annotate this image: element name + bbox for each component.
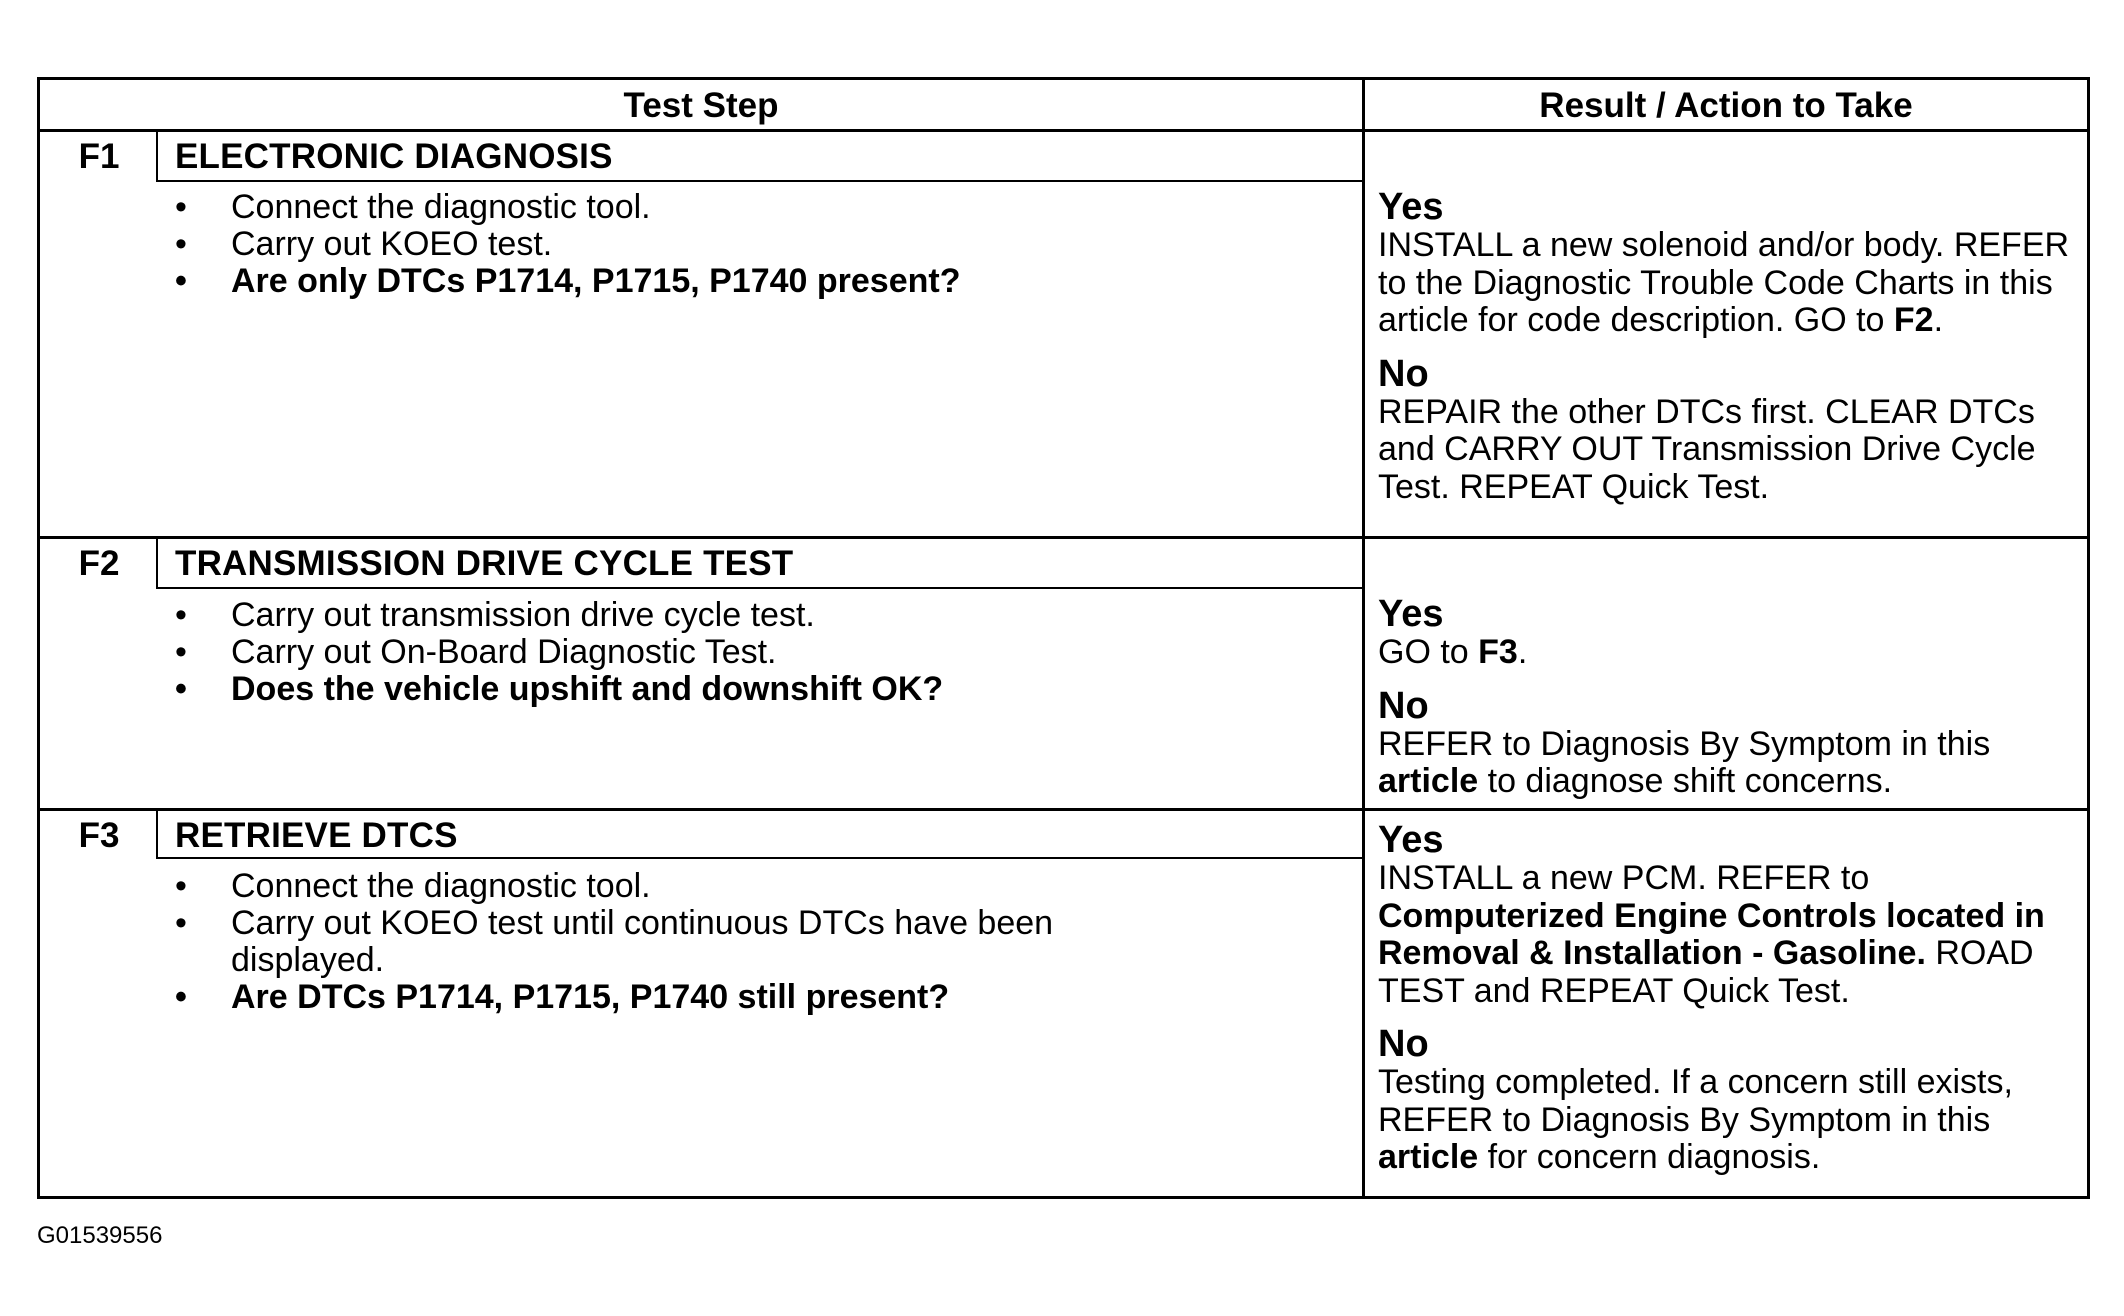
header-result-action: Result / Action to Take: [1539, 85, 1913, 125]
result-f3: Yes INSTALL a new PCM. REFER to Computer…: [1378, 820, 2088, 1177]
no-action-text: REFER to Diagnosis By Symptom in this: [1378, 724, 1991, 763]
list-item: Carry out KOEO test.: [175, 226, 1325, 264]
article-emphasis: article: [1378, 762, 1479, 800]
goto-target: F2: [1893, 301, 1934, 339]
f1-title-underline: [156, 180, 1362, 182]
step-f1-checklist: Connect the diagnostic tool. Carry out K…: [175, 189, 1325, 301]
list-item: Carry out On-Board Diagnostic Test.: [175, 634, 1325, 672]
f3-id-divider: [156, 811, 158, 859]
yes-action: INSTALL a new PCM. REFER to Computerized…: [1378, 859, 2088, 1010]
no-label: No: [1378, 352, 1429, 395]
figure-id: G01539556: [37, 1222, 163, 1249]
no-action-text: for concern diagnosis.: [1478, 1138, 1821, 1176]
goto-prefix: GO to: [1378, 633, 1479, 671]
diagnostic-table: Test Step Result / Action to Take F1 ELE…: [37, 77, 2090, 1199]
step-id-f3: F3: [78, 816, 120, 855]
no-action: REFER to Diagnosis By Symptom in this ar…: [1378, 724, 2088, 801]
list-item: Connect the diagnostic tool.: [175, 189, 1325, 227]
header-test-step: Test Step: [623, 85, 779, 125]
step-title-f3: RETRIEVE DTCS: [175, 816, 458, 855]
list-item: Connect the diagnostic tool.: [175, 868, 1215, 906]
no-label: No: [1378, 1023, 1429, 1065]
yes-action-text: INSTALL a new PCM. REFER to: [1378, 859, 1870, 897]
list-item-question: Does the vehicle upshift and downshift O…: [175, 671, 1325, 709]
no-action: REPAIR the other DTCs first. CLEAR DTCs …: [1378, 392, 2036, 506]
step-title-f2: TRANSMISSION DRIVE CYCLE TEST: [175, 544, 794, 583]
yes-label: Yes: [1378, 819, 1444, 861]
f2-row-divider: [40, 808, 2087, 811]
list-item: Carry out KOEO test until continuous DTC…: [175, 905, 1215, 979]
article-emphasis: article: [1378, 1138, 1479, 1176]
reference-emphasis: Computerized Engine Controls located in …: [1378, 896, 2045, 972]
goto-suffix: .: [1933, 301, 1944, 339]
yes-action: INSTALL a new solenoid and/or body. REFE…: [1378, 226, 2088, 340]
goto-suffix: .: [1517, 633, 1528, 671]
list-item-question: Are only DTCs P1714, P1715, P1740 presen…: [175, 263, 1325, 301]
result-f1: Yes INSTALL a new solenoid and/or body. …: [1378, 187, 2088, 506]
f2-title-underline: [156, 587, 1362, 589]
f3-title-underline: [156, 857, 1362, 859]
step-f3-checklist: Connect the diagnostic tool. Carry out K…: [175, 868, 1215, 1017]
goto-prefix: GO to: [1793, 301, 1894, 339]
yes-action-text: ROAD TEST and REPEAT Quick Test.: [1378, 934, 2034, 1010]
f1-row-divider: [40, 536, 2087, 539]
yes-action: GO to F3.: [1378, 633, 2088, 672]
yes-label: Yes: [1378, 186, 1444, 228]
result-f2: Yes GO to F3. No REFER to Diagnosis By S…: [1378, 594, 2088, 801]
yes-action-text: INSTALL a new solenoid and/or body. REFE…: [1378, 226, 2070, 339]
f2-id-divider: [156, 539, 158, 589]
no-label: No: [1378, 684, 1429, 727]
step-title-f1: ELECTRONIC DIAGNOSIS: [175, 137, 613, 176]
goto-target: F3: [1478, 633, 1518, 671]
column-divider: [1362, 80, 1365, 1196]
step-f2-checklist: Carry out transmission drive cycle test.…: [175, 597, 1325, 709]
f1-id-divider: [156, 132, 158, 182]
step-id-f1: F1: [78, 137, 120, 176]
step-id-f2: F2: [78, 544, 120, 583]
no-action: Testing completed. If a concern still ex…: [1378, 1063, 2088, 1177]
no-action-text: Testing completed. If a concern still ex…: [1378, 1063, 2013, 1139]
header-divider: [40, 129, 2087, 132]
yes-label: Yes: [1378, 593, 1444, 635]
list-item-question: Are DTCs P1714, P1715, P1740 still prese…: [175, 979, 1215, 1017]
list-item: Carry out transmission drive cycle test.: [175, 597, 1325, 635]
no-action-text: to diagnose shift concerns.: [1478, 762, 1893, 800]
